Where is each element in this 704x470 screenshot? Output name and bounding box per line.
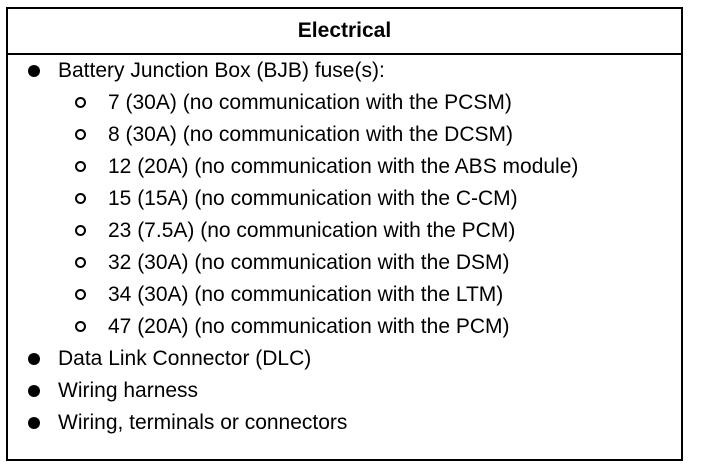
fuse-label: 8 (30A) (no communication with the DCSM) [108, 123, 513, 146]
circle-bullet-icon [75, 225, 86, 236]
circle-bullet-icon [75, 289, 86, 300]
fuse-label: 47 (20A) (no communication with the PCM) [108, 315, 510, 338]
electrical-table: Electrical [6, 7, 683, 461]
fuse-label: 7 (30A) (no communication with the PCSM) [108, 91, 512, 114]
circle-bullet-icon [75, 129, 86, 140]
circle-bullet-icon [75, 161, 86, 172]
table-header: Electrical [8, 9, 681, 55]
circle-bullet-icon [75, 193, 86, 204]
circle-bullet-icon [75, 321, 86, 332]
circle-bullet-icon [75, 257, 86, 268]
fuse-label: 12 (20A) (no communication with the ABS … [108, 155, 579, 178]
list-item-label: Battery Junction Box (BJB) fuse(s): [58, 59, 385, 82]
list-item-label: Wiring, terminals or connectors [58, 411, 348, 434]
fuse-label: 34 (30A) (no communication with the LTM) [108, 283, 504, 306]
table-title: Electrical [297, 19, 392, 42]
bullet-icon [28, 65, 40, 77]
bullet-icon [28, 385, 40, 397]
fuse-label: 15 (15A) (no communication with the C-CM… [108, 187, 518, 210]
circle-bullet-icon [75, 97, 86, 108]
bullet-icon [28, 353, 40, 365]
list-item-label: Wiring harness [58, 379, 199, 402]
list-item-label: Data Link Connector (DLC) [58, 347, 312, 370]
fuse-label: 23 (7.5A) (no communication with the PCM… [108, 219, 516, 242]
bullet-icon [28, 417, 40, 429]
fuse-label: 32 (30A) (no communication with the DSM) [108, 251, 510, 274]
